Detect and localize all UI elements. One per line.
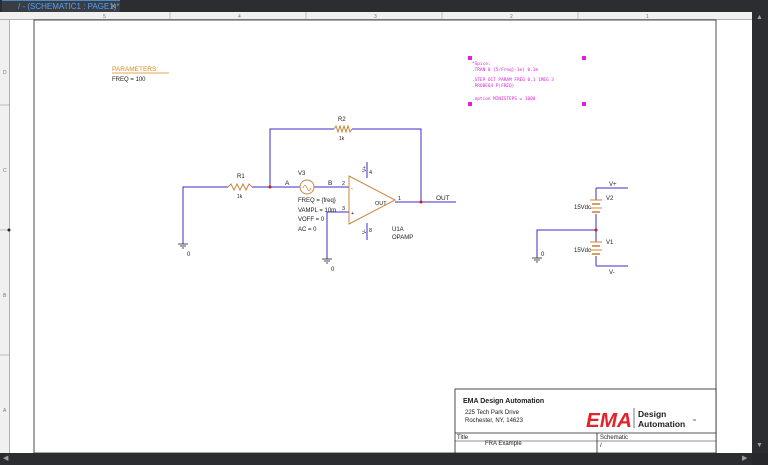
- logo-line2: Automation: [638, 419, 685, 429]
- vertical-scrollbar[interactable]: ▲ ▼: [752, 12, 768, 453]
- title-value: FRA Example: [485, 441, 522, 447]
- ground-label: 0: [541, 252, 545, 258]
- r2-ref: R2: [338, 117, 346, 123]
- logo-tm: ™: [692, 418, 696, 423]
- ruler-label: 4: [238, 14, 241, 20]
- horizontal-scrollbar[interactable]: ◀ ▶: [0, 453, 752, 465]
- parameters-freq: FREQ = 100: [112, 77, 146, 83]
- v3-ref: V3: [298, 171, 306, 177]
- spice-directive[interactable]: *Spice: .TRAN 0 {5/Freq}-1e} 0.1m .STEP …: [468, 56, 586, 106]
- opamp-pin: 2: [342, 181, 345, 187]
- resistor-r1[interactable]: R1 1k: [227, 174, 253, 200]
- opamp-pin: 3: [342, 206, 345, 212]
- ground-symbols: [178, 243, 542, 264]
- ground-label: 0: [331, 267, 335, 273]
- ruler-left: [0, 20, 10, 453]
- scrollbar-corner: [752, 453, 768, 465]
- opamp-u1a[interactable]: - + OUT 2 3 1 4 8 V+ V- U1A OPAMP: [342, 166, 413, 241]
- net-label-vminus: V-: [609, 270, 615, 276]
- r2-value: 1k: [339, 136, 345, 142]
- ruler-label: C: [3, 168, 7, 174]
- net-label-b: B: [328, 180, 332, 187]
- v3-vampl: VAMPL = 10m: [298, 208, 336, 214]
- close-icon[interactable]: ×: [110, 1, 116, 11]
- arrow-down-icon[interactable]: ▼: [756, 442, 763, 449]
- opamp-vminus: V-: [362, 229, 368, 234]
- parameters-title: PARAMETERS:: [112, 66, 158, 73]
- spice-line: .STEP OCT PARAM FREQ 0.1 1MEG 3: [472, 77, 554, 83]
- v3-ac: AC = 0: [298, 227, 317, 233]
- ruler-label: 3: [374, 14, 377, 20]
- ema-logo: EMA Design Automation ™: [586, 408, 696, 432]
- v1-value: 15Vdc: [574, 248, 591, 254]
- spice-line: .PROBE64 P(FREQ): [472, 83, 514, 89]
- arrow-right-icon[interactable]: ▶: [742, 455, 748, 462]
- net-label-vplus: V+: [609, 182, 617, 188]
- address-line2: Rochester, NY, 14623: [465, 418, 524, 424]
- source-v1[interactable]: V1 15Vdc: [574, 240, 614, 255]
- opamp-pin: 8: [369, 228, 372, 234]
- schematic-label: Schematic: [600, 435, 628, 441]
- source-v3[interactable]: V3 FREQ = {freq} VAMPL = 10m VOFF = 0 AC…: [298, 171, 336, 233]
- logo-mark: EMA: [586, 410, 632, 432]
- arrow-left-icon[interactable]: ◀: [3, 455, 9, 462]
- svg-text:+: +: [351, 211, 354, 217]
- schematic-value: /: [600, 443, 602, 449]
- schematic-drawing[interactable]: 5 4 3 2 1 D C B A PARAMETERS: FREQ = 100…: [0, 12, 752, 453]
- title-label: Title: [457, 435, 469, 441]
- v2-ref: V2: [606, 196, 614, 202]
- ruler-label: B: [3, 293, 7, 299]
- ruler-label: 5: [103, 14, 106, 20]
- u1-ref: U1A: [392, 227, 404, 233]
- address-line1: 225 Tech Park Drive: [465, 410, 520, 416]
- opamp-pin: 1: [398, 196, 401, 202]
- v1-ref: V1: [606, 240, 614, 246]
- u1-value: OPAMP: [392, 235, 413, 241]
- logo-line1: Design: [638, 409, 666, 419]
- ruler-label: 2: [510, 14, 513, 20]
- ruler-label: 1: [646, 14, 649, 20]
- v3-voff: VOFF = 0: [298, 217, 325, 223]
- spice-line: .option MINISTEPS = 1000: [472, 96, 536, 102]
- opamp-vplus: V+: [362, 166, 368, 172]
- ground-label: 0: [187, 252, 191, 258]
- tab-schematic-page1[interactable]: / - (SCHEMATIC1 : PAGE1)* ×: [2, 0, 120, 12]
- title-block: EMA Design Automation 225 Tech Park Driv…: [454, 388, 717, 453]
- opamp-out-label: OUT: [375, 201, 387, 207]
- resistor-r2[interactable]: R2 1k: [333, 117, 353, 142]
- r1-value: 1k: [237, 194, 243, 200]
- wires: [182, 128, 628, 267]
- r1-ref: R1: [237, 174, 245, 180]
- svg-text:-: -: [351, 186, 353, 192]
- spice-line: .TRAN 0 {5/Freq}-1e} 0.1m: [472, 67, 538, 73]
- company-name: EMA Design Automation: [463, 398, 544, 405]
- ruler-label: A: [3, 408, 7, 414]
- net-label-a: A: [285, 180, 290, 187]
- v2-value: 15Vdc: [574, 205, 591, 211]
- v3-freq: FREQ = {freq}: [298, 198, 336, 204]
- ruler-label: D: [3, 70, 7, 76]
- arrow-up-icon[interactable]: ▲: [756, 14, 763, 21]
- source-v2[interactable]: V2 15Vdc: [574, 196, 614, 213]
- ruler-top: [0, 12, 752, 20]
- sheet-border: [33, 19, 717, 453]
- tab-bar: / - (SCHEMATIC1 : PAGE1)* ×: [0, 0, 768, 12]
- schematic-canvas[interactable]: [0, 12, 752, 453]
- spice-line: *Spice:: [472, 61, 491, 67]
- tab-title: / - (SCHEMATIC1 : PAGE1)*: [18, 2, 120, 11]
- opamp-pin: 4: [369, 170, 372, 176]
- net-label-out: OUT: [436, 195, 450, 202]
